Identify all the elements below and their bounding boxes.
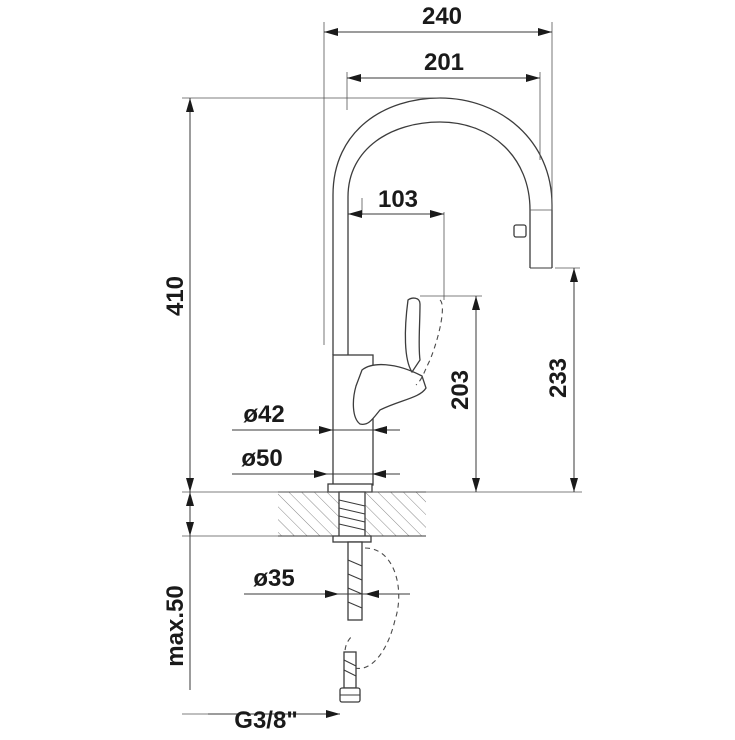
dim-label-201: 201 bbox=[424, 49, 464, 76]
dimension-counter-thickness: max.50 bbox=[162, 492, 194, 690]
dim-label-max-50: max.50 bbox=[162, 585, 189, 666]
dim-label-233: 233 bbox=[545, 358, 572, 398]
dimension-spout-reach: 201 bbox=[347, 49, 540, 82]
dim-label-diameter-42: ø42 bbox=[243, 401, 284, 428]
dimension-handle-height: 203 bbox=[447, 296, 480, 492]
dim-label-203: 203 bbox=[447, 370, 474, 410]
dim-label-240: 240 bbox=[422, 3, 462, 30]
dim-label-diameter-35: ø35 bbox=[253, 565, 294, 592]
dimension-hole-diameter: ø35 bbox=[244, 565, 410, 598]
dimension-spout-height: 233 bbox=[545, 268, 578, 492]
thread-callout: G3/8" bbox=[208, 707, 340, 734]
dimension-handle-reach: 103 bbox=[348, 186, 444, 218]
dimension-base-inner: ø42 bbox=[232, 401, 400, 434]
dim-label-410: 410 bbox=[162, 276, 189, 316]
thread-label: G3/8" bbox=[234, 707, 297, 734]
dim-label-103: 103 bbox=[378, 186, 418, 213]
dimension-base-outer: ø50 bbox=[232, 445, 400, 478]
mounting-hardware bbox=[332, 491, 400, 703]
dimension-overall-width: 240 bbox=[324, 3, 552, 36]
dim-label-diameter-50: ø50 bbox=[241, 445, 282, 472]
dimension-total-height: 410 bbox=[162, 98, 194, 492]
faucet-body bbox=[327, 97, 553, 493]
